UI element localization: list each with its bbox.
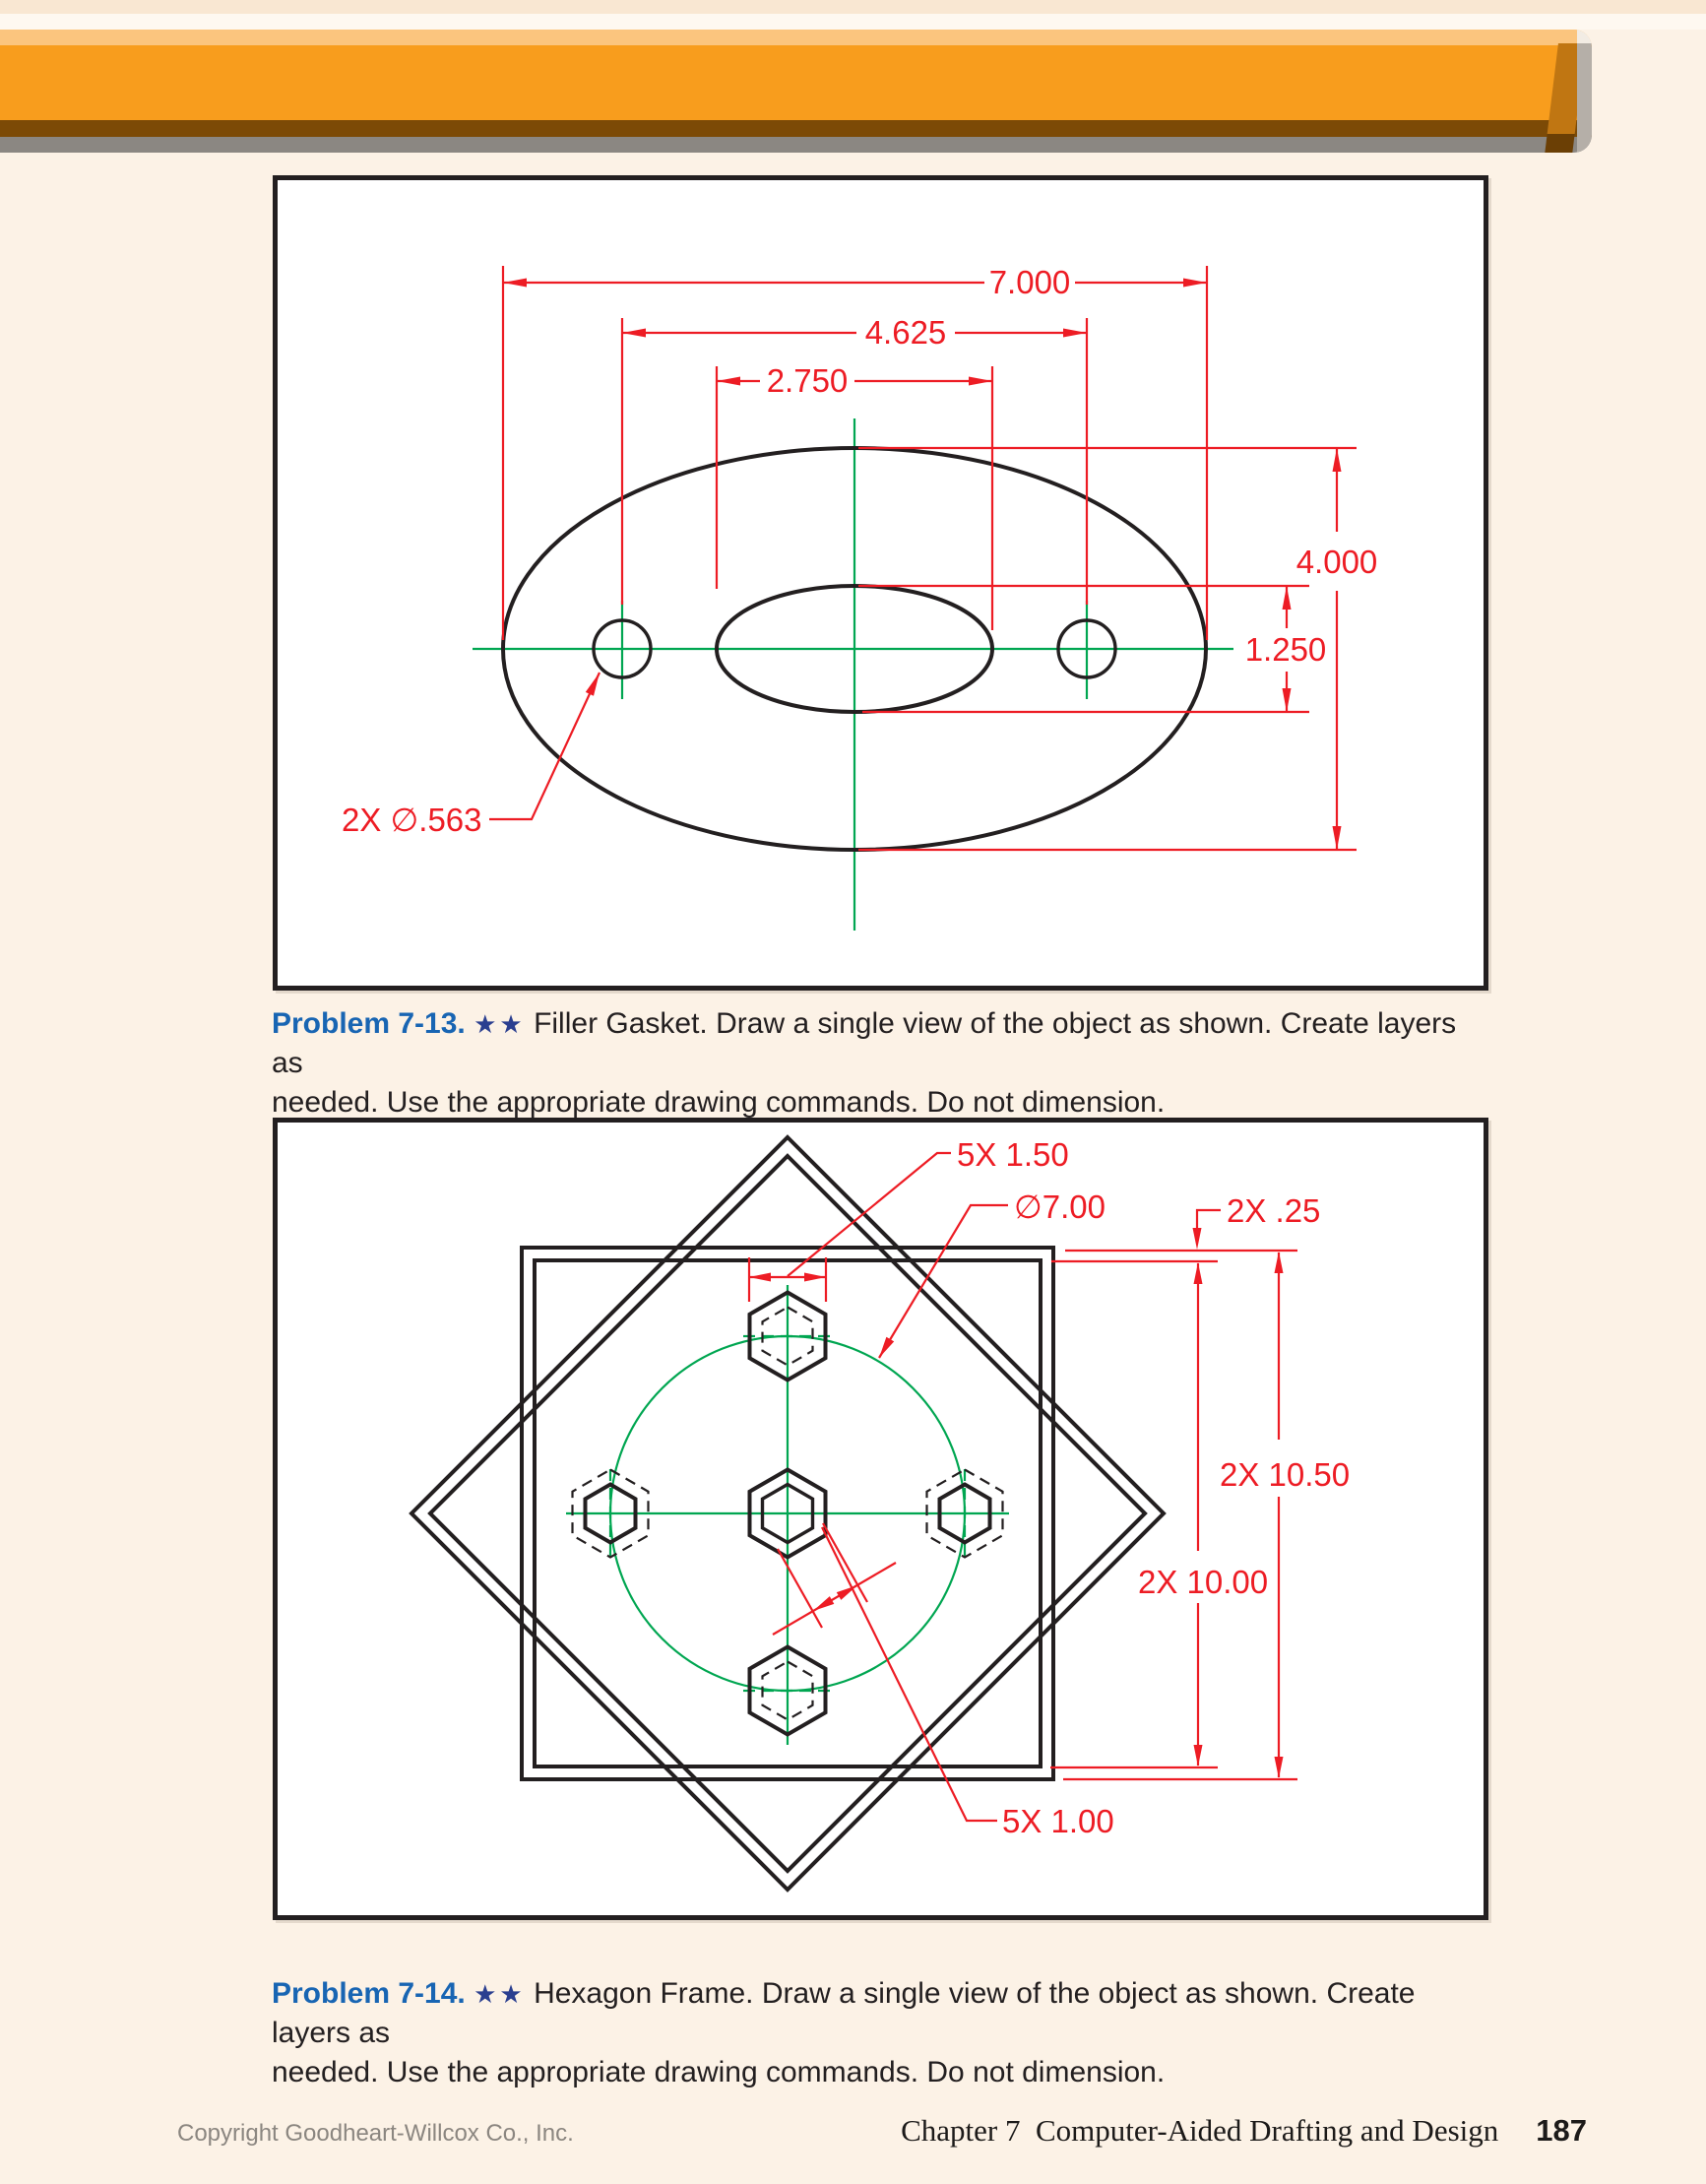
caption-problem-7-14: Problem 7-14. ★★ Hexagon Frame. Draw a s… bbox=[272, 1974, 1463, 2092]
bar-highlight-band bbox=[0, 30, 1592, 45]
dim-slot-width-label: 2.750 bbox=[767, 362, 849, 399]
footer-right: Chapter 7 Computer-Aided Drafting and De… bbox=[901, 2113, 1587, 2149]
dimension-overall-height: 4.000 bbox=[858, 446, 1378, 852]
difficulty-stars: ★★ bbox=[474, 1009, 526, 1039]
dimension-wall-thickness: 2X .25 bbox=[1192, 1192, 1320, 1250]
dimension-inner-size: 2X 10.00 bbox=[1138, 1262, 1268, 1766]
caption-text: Filler Gasket. Draw a single view of the… bbox=[272, 1007, 1457, 1079]
page-top-strip-light bbox=[0, 14, 1706, 30]
hexagons bbox=[571, 1290, 1004, 1737]
copyright-text: Copyright Goodheart-Willcox Co., Inc. bbox=[177, 2120, 574, 2147]
dim-hex-small-label: 5X 1.00 bbox=[1002, 1803, 1114, 1839]
dimension-slot-height: 1.250 bbox=[858, 584, 1327, 714]
gasket-outline bbox=[501, 446, 1208, 852]
bar-gray-band bbox=[0, 137, 1592, 153]
dim-slot-height-label: 1.250 bbox=[1245, 631, 1327, 668]
bar-right-cap bbox=[1577, 30, 1592, 153]
dimension-bolt-circle: ∅7.00 bbox=[878, 1188, 1106, 1359]
extension-lines bbox=[1050, 1249, 1297, 1781]
chapter-header-bar bbox=[0, 30, 1592, 153]
dim-overall-height-label: 4.000 bbox=[1296, 544, 1378, 580]
dim-bolt-circle-label: ∅7.00 bbox=[1014, 1188, 1106, 1225]
caption-line-2: needed. Use the appropriate drawing comm… bbox=[272, 2056, 1166, 2088]
figure-problem-7-14: 5X 1.50 ∅7.00 2X .25 bbox=[273, 1118, 1488, 1920]
dimension-hex-large: 5X 1.50 bbox=[747, 1136, 1069, 1302]
figure-problem-7-13: 7.000 4.625 2.750 bbox=[273, 175, 1488, 991]
caption-line-2: needed. Use the appropriate drawing comm… bbox=[272, 1086, 1166, 1119]
bar-main-band bbox=[0, 45, 1592, 120]
filler-gasket-drawing: 7.000 4.625 2.750 bbox=[342, 264, 1378, 931]
dim-outer-size-label: 2X 10.50 bbox=[1220, 1456, 1350, 1493]
hexagon-frame-drawing: 5X 1.50 ∅7.00 2X .25 bbox=[409, 1134, 1350, 1893]
problem-number: Problem 7-13. bbox=[272, 1007, 466, 1040]
dimension-overall-width: 7.000 bbox=[501, 264, 1209, 640]
caption-problem-7-13: Problem 7-13. ★★ Filler Gasket. Draw a s… bbox=[272, 1004, 1463, 1123]
page-top-strip bbox=[0, 0, 1706, 14]
problem-number: Problem 7-14. bbox=[272, 1977, 466, 2010]
caption-line-1: Problem 7-13. ★★ Filler Gasket. Draw a s… bbox=[272, 1004, 1463, 1083]
dim-inner-size-label: 2X 10.00 bbox=[1138, 1564, 1268, 1600]
dim-overall-width-label: 7.000 bbox=[989, 264, 1071, 300]
chapter-title: Chapter 7 Computer-Aided Drafting and De… bbox=[901, 2113, 1499, 2148]
dimension-outer-size: 2X 10.50 bbox=[1220, 1252, 1350, 1778]
bar-shadow-band bbox=[0, 120, 1592, 137]
caption-text: Hexagon Frame. Draw a single view of the… bbox=[272, 1977, 1416, 2049]
page-footer: Copyright Goodheart-Willcox Co., Inc. Ch… bbox=[177, 2113, 1587, 2149]
dimension-slot-width: 2.750 bbox=[715, 362, 994, 630]
centerlines bbox=[566, 1285, 1009, 1745]
dimension-hole-spacing: 4.625 bbox=[620, 314, 1089, 605]
dimension-hex-small: 5X 1.00 bbox=[772, 1522, 1114, 1839]
dim-wall-thickness-label: 2X .25 bbox=[1227, 1192, 1320, 1229]
dim-hex-large-label: 5X 1.50 bbox=[957, 1136, 1069, 1173]
dim-hole-callout-label: 2X ∅.563 bbox=[342, 802, 482, 838]
hole-callout: 2X ∅.563 bbox=[342, 672, 600, 838]
caption-line-1: Problem 7-14. ★★ Hexagon Frame. Draw a s… bbox=[272, 1974, 1463, 2053]
page-number: 187 bbox=[1536, 2113, 1587, 2148]
difficulty-stars: ★★ bbox=[474, 1979, 526, 2009]
centerlines bbox=[473, 418, 1233, 931]
dim-hole-spacing-label: 4.625 bbox=[865, 314, 947, 351]
square-frames bbox=[409, 1134, 1167, 1893]
